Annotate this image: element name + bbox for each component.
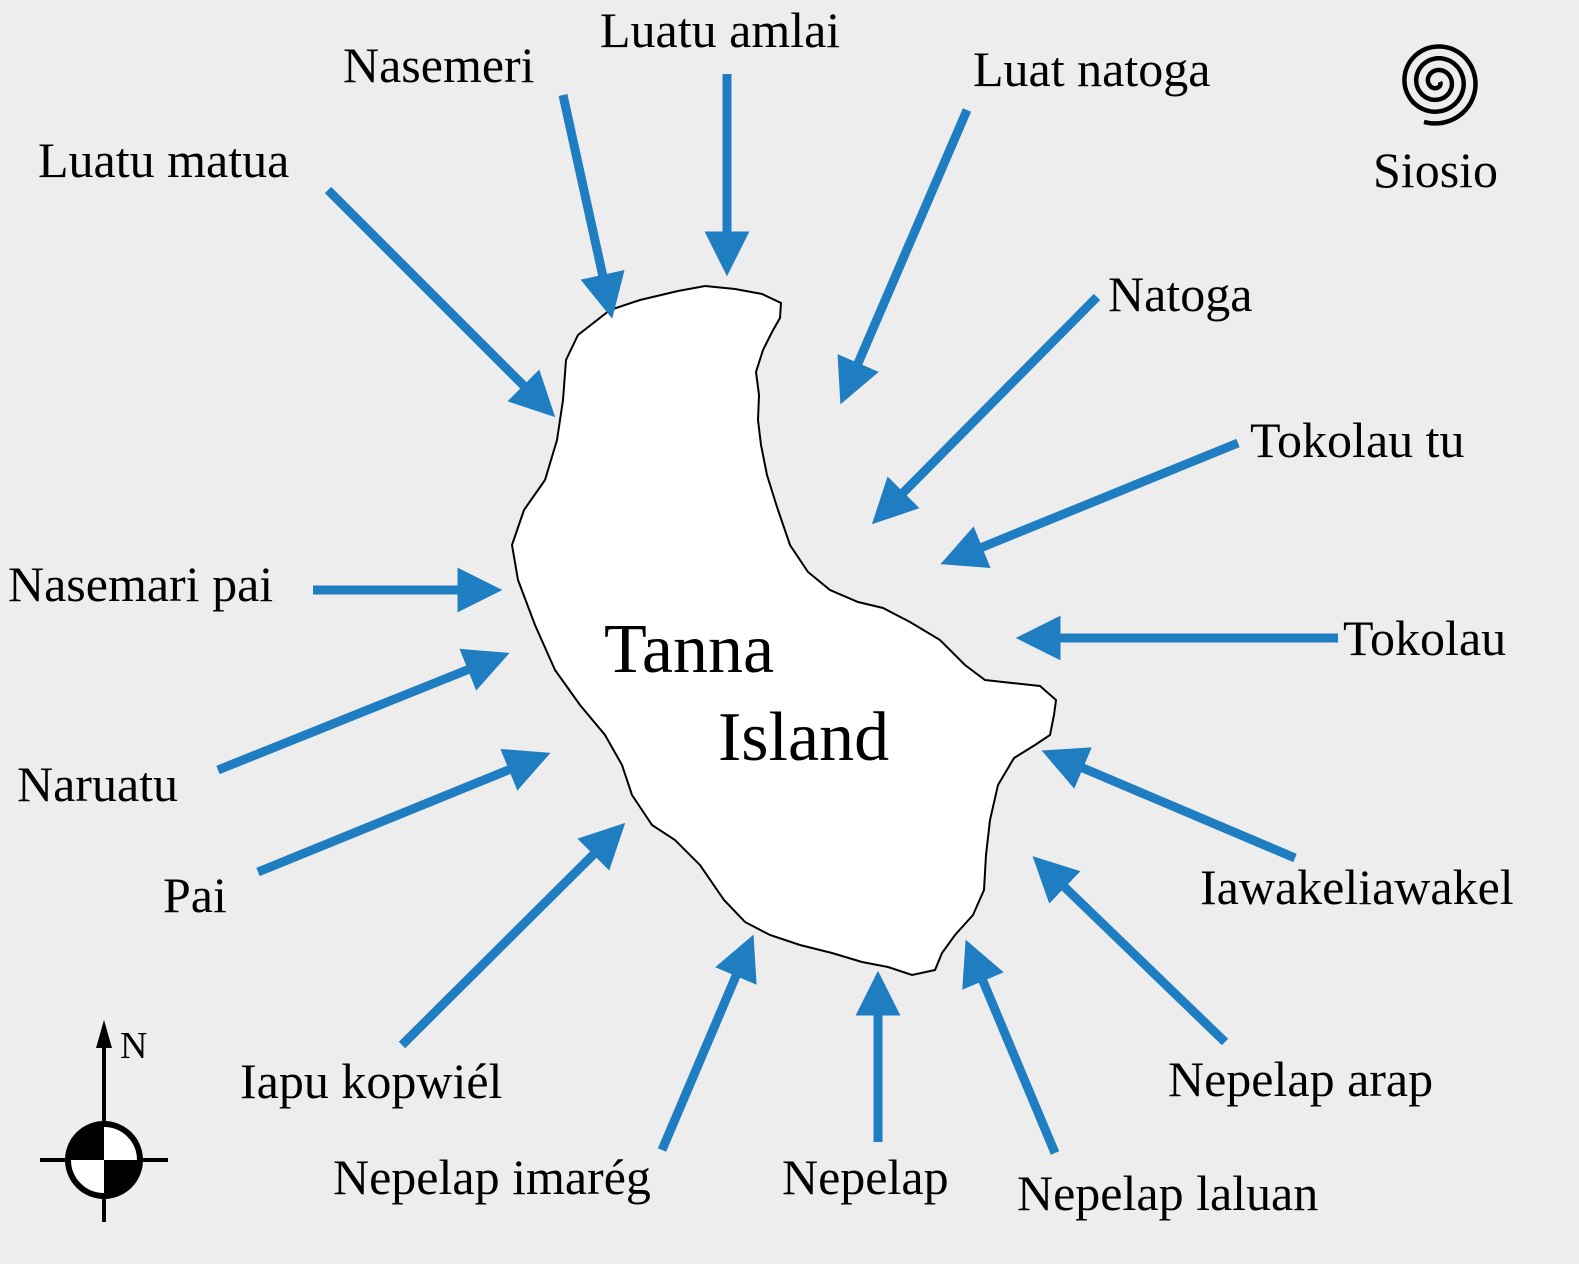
wind-label-iapu-kopwiel: Iapu kopwiél [240,1053,502,1109]
spiral-icon [1402,44,1478,126]
wind-label-pai: Pai [163,867,227,923]
north-arrow-icon [16,1000,202,1240]
arrow-naruatu [216,648,510,775]
wind-label-natoga: Natoga [1108,266,1252,322]
arrow-natoga [871,293,1101,525]
wind-label-nasemari-pai: Nasemari pai [8,556,273,612]
north-label: N [120,1025,147,1067]
wind-label-naruatu: Naruatu [17,756,178,812]
arrow-iapu-kopwiel [398,822,626,1049]
island-name-line2: Island [718,699,889,776]
wind-label-nepelap-laluan: Nepelap laluan [1017,1165,1318,1221]
arrow-luatu-matua [324,186,556,418]
wind-arrows [216,74,1338,1155]
wind-label-nepelap-arap: Nepelap arap [1168,1051,1433,1107]
arrow-luat-natoga [837,108,972,405]
tanna-island-shape [510,284,1058,977]
arrow-nepelap-laluan [962,939,1060,1155]
wind-label-tokolau: Tokolau [1343,610,1506,666]
arrow-nepelap-imareg [657,934,757,1152]
wind-label-nasemeri: Nasemeri [343,37,535,93]
wind-label-tokolau-tu: Tokolau tu [1250,412,1465,468]
arrow-pai [256,748,551,877]
arrow-tokolau-tu [940,438,1240,569]
arrow-nasemeri [558,94,625,319]
wind-label-luatu-amlai: Luatu amlai [600,2,840,58]
wind-label-nepelap: Nepelap [782,1149,949,1205]
arrow-nepelap-arap [1032,856,1229,1046]
wind-label-luat-natoga: Luat natoga [973,41,1210,97]
wind-label-iawakeliawakel: Iawakeliawakel [1200,859,1514,915]
wind-label-nepelap-imareg: Nepelap imarég [333,1149,651,1205]
wind-label-luatu-matua: Luatu matua [38,132,289,188]
siosio-label: Siosio [1373,142,1498,198]
island-name-line1: Tanna [604,611,774,688]
wind-labels: Luatu matua Nasemeri Luatu amlai Luat na… [8,2,1514,1221]
arrow-iawakeliawakel [1041,747,1297,863]
